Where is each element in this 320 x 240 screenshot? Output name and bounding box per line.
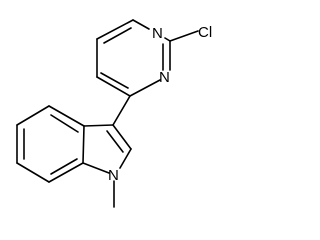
benzene-ring (16, 105, 85, 183)
bond-c6-c5-top (96, 19, 134, 40)
bond-c4-c5 (16, 105, 50, 126)
bond-c3a-c7a (82, 125, 85, 164)
bond-c7-c7a-inner (50, 158, 78, 175)
bond-c6-n1 (132, 19, 150, 30)
bond-n1-c2 (164, 37, 171, 42)
bond-c4-c5 (96, 76, 131, 97)
bond-c2-n1 (119, 148, 132, 169)
bond-pyrimidine-indole (112, 95, 131, 126)
atom-label-indole-n: N (108, 167, 119, 184)
atom-label-chlorine: Cl (198, 24, 212, 41)
bond-c3a-c4 (48, 105, 85, 127)
bond-c3-c2 (112, 124, 132, 150)
pyrrole-ring (82, 124, 132, 174)
bond-c6-c7 (16, 162, 50, 183)
atom-label-pyrimidine-n3: N (159, 69, 170, 86)
atom-label-pyrimidine-n1: N (152, 25, 163, 42)
bond-c4-c5-inner (100, 72, 129, 89)
bond-c2-cl (169, 30, 199, 42)
bond-c3-c2-inner (106, 130, 124, 153)
bond-c7-c7a (48, 162, 84, 183)
bond-n1-c7a (82, 162, 110, 174)
bond-c3a-c4-inner (50, 114, 79, 133)
chemical-structure-diagram: N N Cl N (16, 19, 212, 208)
bond-c6-c5-top-inner (103, 27, 132, 44)
bond-c3-c3a (83, 124, 114, 127)
bond-n3-c4 (129, 79, 161, 97)
pyrimidine-ring (96, 19, 171, 97)
